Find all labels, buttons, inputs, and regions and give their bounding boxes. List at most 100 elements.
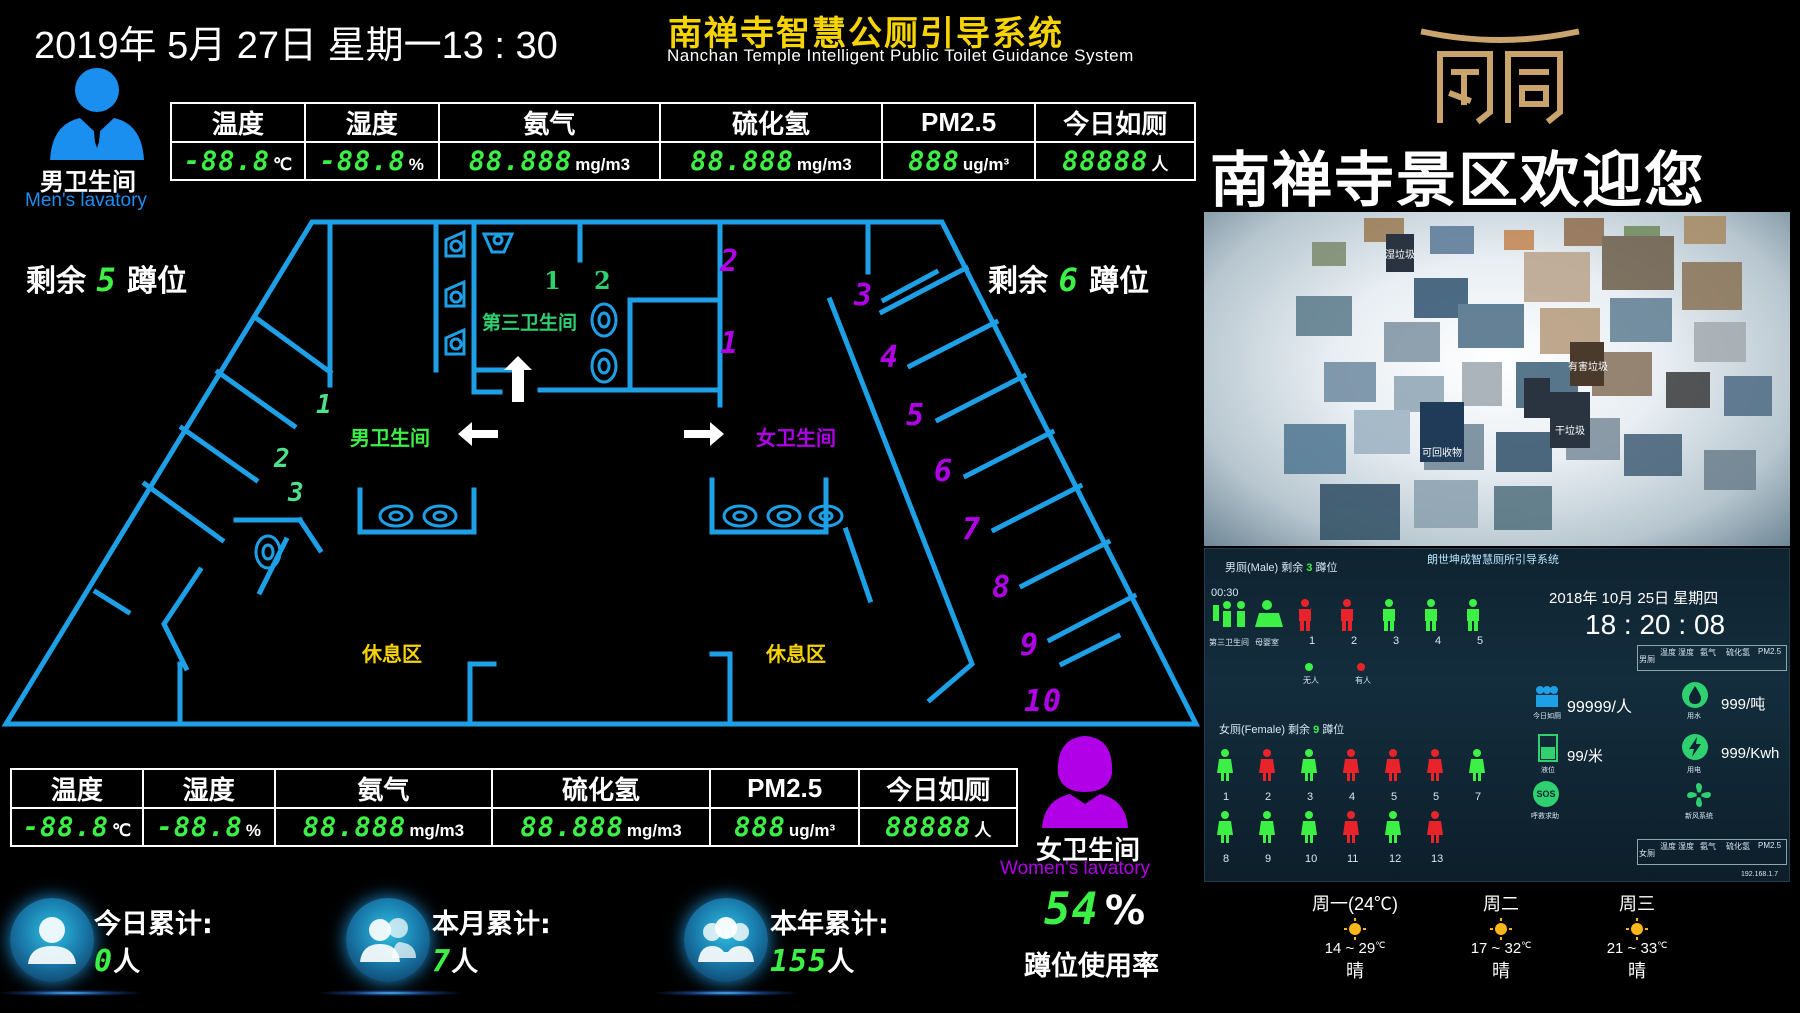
- env-value: 88.888: [520, 811, 624, 843]
- env-value: 888: [734, 811, 786, 843]
- mini-level-icon: [1537, 733, 1559, 767]
- weather-low: 21: [1606, 940, 1624, 957]
- year-group-icon: [684, 898, 768, 982]
- mini-women-num: 13: [1431, 853, 1444, 865]
- usage-unit: %: [1104, 888, 1146, 934]
- mini-env-header: PM2.5: [1758, 841, 1782, 850]
- env-table-top: 温度 湿度 氨气 硫化氢 PM2.5 今日如厕 -88.8℃ -88.8% 88…: [170, 102, 1196, 181]
- system-title: 南禅寺智慧公厕引导系统: [668, 14, 1064, 54]
- env-unit: ℃: [273, 154, 293, 174]
- mini-env-header: 氨气: [1700, 648, 1716, 657]
- env-value: -88.8: [156, 811, 243, 843]
- env-unit: %: [245, 820, 261, 840]
- year-glow: [656, 990, 796, 996]
- weather-day-2: 周二 17 ~ 32℃ 晴: [1446, 890, 1556, 1000]
- mini-water: 999/吨: [1721, 696, 1766, 713]
- legend-free: 无人: [1303, 676, 1319, 685]
- year-label: 本年累计:: [770, 909, 889, 940]
- mini-env-header: 温度: [1660, 842, 1676, 851]
- women-remaining-prefix: 剩余: [988, 264, 1048, 299]
- men-label: 男卫生间: [40, 168, 136, 196]
- collage-label: 可回收物: [1422, 446, 1462, 459]
- today-user-icon: [10, 898, 94, 982]
- env-unit: %: [408, 154, 424, 174]
- today-label: 今日累计:: [94, 909, 213, 940]
- mini-women-num: 11: [1347, 853, 1359, 865]
- env-value: 88888: [885, 811, 972, 843]
- mini-sos-caption: 呼救求助: [1531, 813, 1559, 820]
- mini-env-header: 湿度: [1678, 842, 1694, 851]
- month-unit: 人: [451, 947, 479, 978]
- mini-women-num: 5: [1433, 791, 1440, 803]
- mini-women-num: 12: [1389, 853, 1402, 865]
- mini-men-suffix: 蹲位: [1315, 562, 1338, 574]
- mini-env-female: 女厕 温度 湿度 氨气 硫化氢 PM2.5: [1637, 839, 1787, 865]
- mini-women-num: 10: [1305, 853, 1318, 865]
- mini-sos-icon[interactable]: SOS: [1533, 781, 1559, 807]
- mini-clock: 18 : 20 : 08: [1585, 609, 1726, 640]
- month-value-wrap: 7人: [432, 940, 478, 979]
- mini-men-figures: [1299, 599, 1479, 631]
- mini-people-icon: [1533, 685, 1561, 713]
- env-unit: ℃: [112, 820, 132, 840]
- env-header: 硫化氢: [659, 102, 883, 143]
- mini-env-header: PM2.5: [1758, 647, 1782, 656]
- women-label-en: Women's lavatory: [1000, 858, 1151, 879]
- env-header: PM2.5: [708, 768, 861, 809]
- men-area-label: 男卫生间: [350, 426, 430, 450]
- env-unit: 人: [1151, 154, 1169, 174]
- weather-day-label: 周二: [1483, 894, 1519, 914]
- men-remaining-count: 5: [96, 261, 117, 299]
- mini-women-figures: [1217, 749, 1485, 843]
- women-stall-number: 7: [962, 512, 982, 547]
- env-cell: -88.8%: [141, 807, 276, 847]
- women-stall-number: 9: [1020, 628, 1040, 663]
- mini-ip: 192.168.1.7: [1741, 871, 1778, 878]
- mini-stall-num: 3: [1393, 635, 1400, 647]
- busy-dot-icon: [1357, 663, 1365, 671]
- mini-icon-label: 第三卫生间: [1209, 638, 1249, 647]
- mini-women-line: 女厕(Female) 剩余 9 蹲位: [1219, 721, 1344, 737]
- env-header: PM2.5: [880, 102, 1037, 143]
- welcome-banner: 南禅寺景区欢迎您: [1210, 146, 1706, 216]
- women-label: 女卫生间: [1036, 836, 1141, 866]
- weather-cond: 晴: [1628, 961, 1646, 982]
- system-title-en: Nanchan Temple Intelligent Public Toilet…: [667, 46, 1134, 65]
- mini-today-visits-label: 今日如厕: [1533, 713, 1561, 720]
- third-stall-number: 1: [544, 266, 561, 295]
- weather-high: 29: [1358, 940, 1376, 957]
- mini-power-label: 用电: [1687, 767, 1701, 774]
- env-header: 湿度: [303, 102, 440, 143]
- env-cell: -88.8%: [303, 141, 440, 181]
- mini-water-icon: [1681, 681, 1709, 713]
- weather-cond: 晴: [1346, 961, 1364, 982]
- mini-env-row-label: 男厕: [1639, 655, 1655, 664]
- women-stall-number: 1: [720, 326, 740, 361]
- env-unit: ug/m³: [788, 820, 836, 840]
- women-stall-number: 8: [992, 570, 1012, 605]
- usage-rate: 54%: [1044, 884, 1145, 935]
- month-glow: [320, 990, 460, 996]
- today-value-wrap: 0人: [94, 940, 140, 979]
- env-value: 88888: [1062, 145, 1149, 177]
- men-stall-number: 2: [274, 444, 291, 474]
- mini-system-title: 朗世坤成智慧厕所引导系统: [1427, 554, 1559, 566]
- mini-water-label: 用水: [1687, 713, 1701, 720]
- mini-env-header: 温度: [1660, 648, 1676, 657]
- women-area-label: 女卫生间: [756, 426, 836, 450]
- mini-time-small: 00:30: [1211, 587, 1239, 599]
- weather-low: 17: [1470, 940, 1488, 957]
- men-remaining: 剩余 5 蹲位: [26, 256, 187, 300]
- today-glow: [0, 990, 140, 996]
- photo-collage: 可回收物 干垃圾 湿垃圾 有害垃圾: [1204, 212, 1790, 546]
- mini-women-num: 2: [1265, 791, 1272, 803]
- env-value: 88.888: [468, 145, 573, 177]
- women-stall-number: 3: [854, 278, 874, 313]
- weather-high: 32: [1504, 940, 1522, 957]
- env-value: 88.888: [690, 145, 794, 177]
- env-table-bottom: 温度 湿度 氨气 硫化氢 PM2.5 今日如厕 -88.8℃ -88.8% 88…: [10, 768, 1018, 847]
- env-header: 氨气: [273, 768, 494, 809]
- env-unit: mg/m3: [796, 154, 852, 174]
